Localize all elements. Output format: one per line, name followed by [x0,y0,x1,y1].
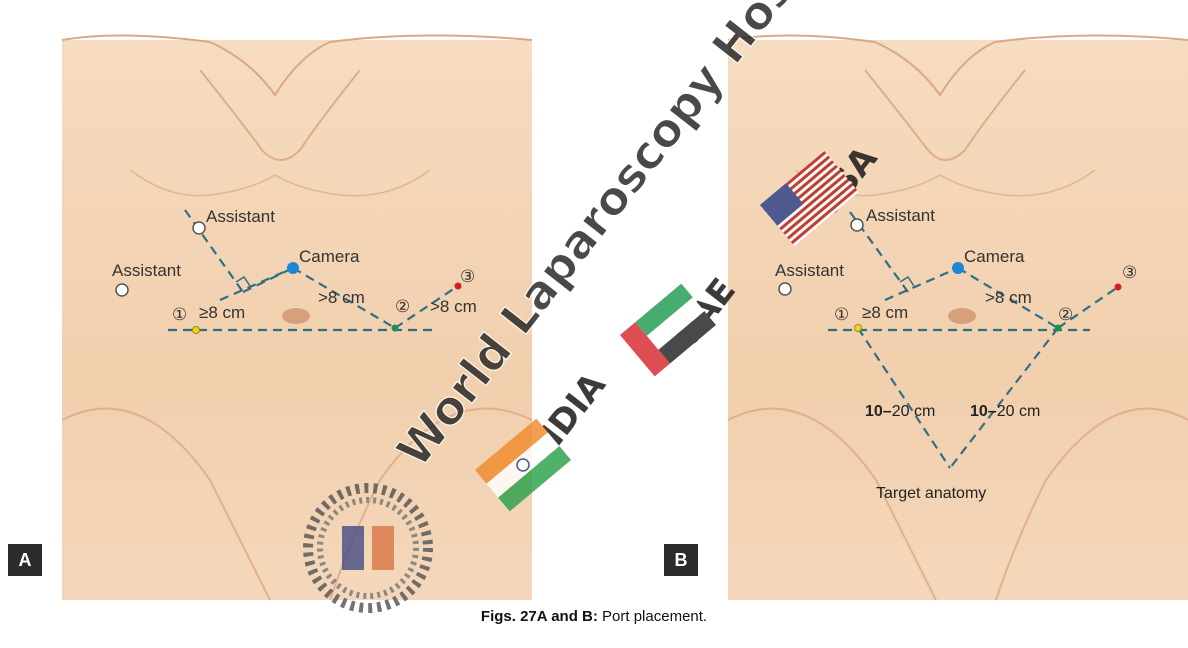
range-left-label-b: 10–20 cm [865,403,935,420]
port-1-label-b: ① [834,305,849,324]
distance-2-label-a: >8 cm [318,288,365,307]
port-3-dot-b [1115,284,1122,291]
range-right-rest: 20 cm [997,403,1041,420]
range-left-bold: 10– [865,403,892,420]
port-3-label-b: ③ [1122,263,1137,282]
port-2-label-a: ② [395,297,410,316]
distance-2-label-b: >8 cm [985,288,1032,307]
figure-caption: Figs. 27A and B: Port placement. [0,608,1188,625]
torso-a [62,35,532,600]
assistant-port-left-b [779,283,791,295]
panel-b-tag: B [664,544,698,576]
caption-rest: Port placement. [598,608,707,625]
assistant-port-upper-b [851,219,863,231]
assistant-upper-label-a: Assistant [206,207,275,226]
caption-bold: Figs. 27A and B: [481,608,598,625]
assistant-left-label-b: Assistant [775,261,844,280]
port-1-dot-b [855,325,862,332]
range-right-bold: 10– [970,403,997,420]
port-3-label-a: ③ [460,267,475,286]
port-1-label-a: ① [172,305,187,324]
assistant-port-left-a [116,284,128,296]
torso-b [728,35,1188,600]
panel-a-tag: A [8,544,42,576]
assistant-port-upper-a [193,222,205,234]
port-2-label-b: ② [1058,305,1073,324]
distance-1-label-b: ≥8 cm [862,303,908,322]
distance-1-label-a: ≥8 cm [199,303,245,322]
range-right-label-b: 10–20 cm [970,403,1040,420]
assistant-upper-label-b: Assistant [866,206,935,225]
target-anatomy-label-b: Target anatomy [876,485,986,502]
assistant-left-label-a: Assistant [112,261,181,280]
range-left-rest: 20 cm [892,403,936,420]
camera-port-b [952,262,964,274]
camera-label-b: Camera [964,247,1025,266]
port-2-dot-a [392,325,399,332]
camera-port-a [287,262,299,274]
port-1-dot-a [193,327,200,334]
camera-label-a: Camera [299,247,360,266]
distance-3-label-a: >8 cm [430,297,477,316]
port-2-dot-b [1055,325,1062,332]
